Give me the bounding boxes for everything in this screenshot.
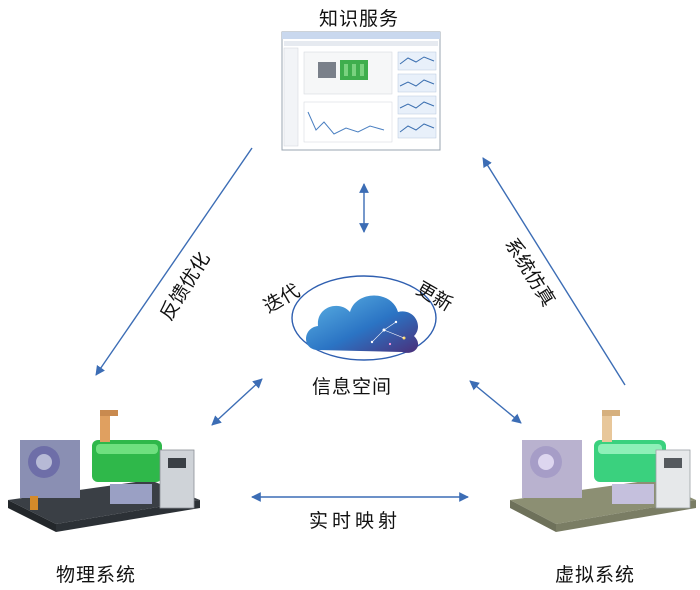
physical-system-label: 物理系统	[56, 564, 137, 586]
physical-machine-illustration	[8, 410, 200, 532]
info-space-label: 信息空间	[312, 376, 393, 398]
arrow-info-virtual	[469, 380, 522, 424]
knowledge-service-label: 知识服务	[319, 8, 400, 30]
realtime-mapping-label: 实时映射	[309, 510, 402, 532]
arrow-feedback-optimization	[95, 147, 253, 376]
cloud-icon	[306, 295, 419, 353]
knowledge-service-screenshot	[281, 31, 441, 151]
virtual-system-label: 虚拟系统	[555, 564, 636, 586]
arrow-info-physical	[211, 378, 263, 426]
virtual-machine-illustration	[510, 410, 696, 532]
arrow-system-simulation	[482, 157, 626, 386]
